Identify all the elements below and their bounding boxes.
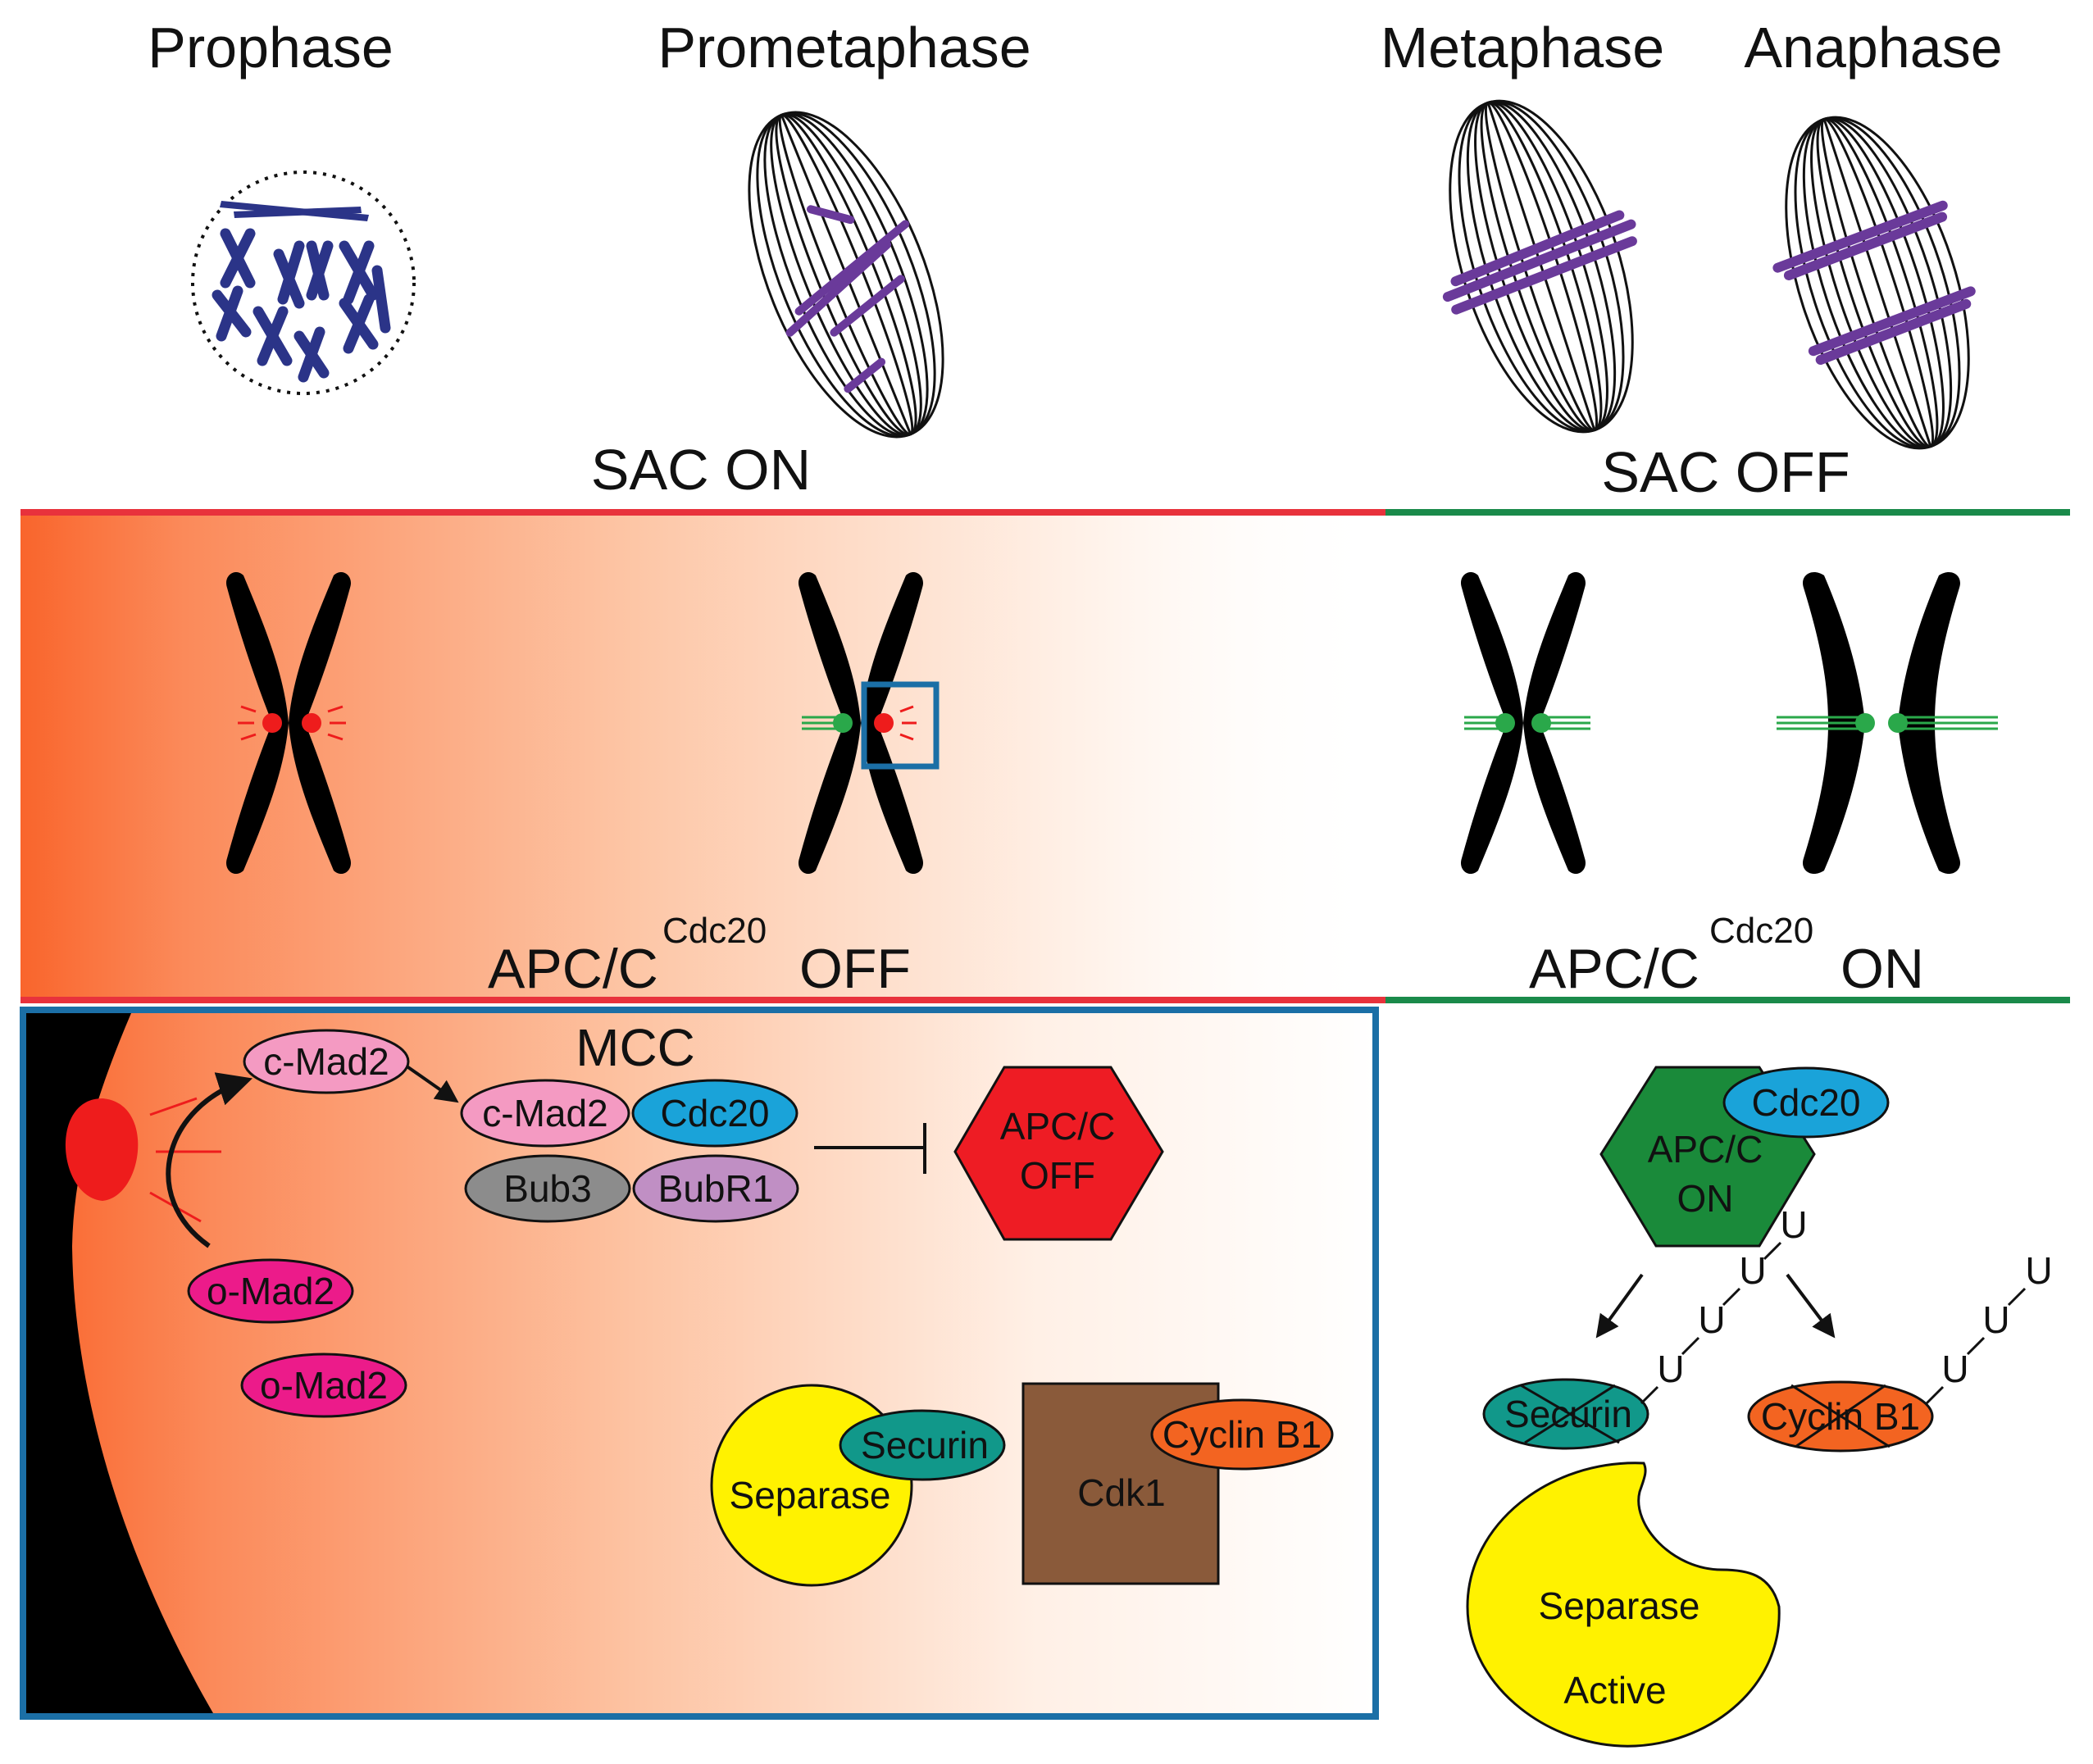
mcc-c-mad2 [460,1079,630,1148]
ubiquitin-chain-cyclin: U U U [1925,1249,2053,1405]
inset-panel: c-Mad2 o-Mad2 o-Mad2 MCC c-Mad2 Cdc20 Bu… [20,1007,1379,1720]
mcc-bub3-label: Bub3 [503,1167,591,1210]
mcc-bubr1-label: BubR1 [658,1167,774,1210]
cdk1-label: Cdk1 [1077,1471,1165,1514]
apc-off-superscript: Cdc20 [662,911,767,951]
prophase-chromosomes [212,201,391,383]
mcc-title: MCC [576,1018,695,1077]
anaphase-spindle [1749,93,2006,472]
cyclin-b1-bound-label: Cyclin B1 [1163,1413,1322,1456]
separase-active-label: Separase [1539,1584,1700,1627]
apc-cdc20-on-label: APC/C Cdc20 ON [1529,911,1924,1000]
apc-on-base: APC/C [1529,938,1699,1000]
cdc20-bound-label: Cdc20 [1752,1081,1861,1124]
ubiquitin-cyclin-2: U [1982,1298,2009,1341]
apc-on-superscript: Cdc20 [1709,911,1813,951]
apc-c-on-line1: APC/C [1648,1128,1763,1171]
inset-kinetochore [65,1098,139,1201]
right-panel-active: Cdc20 APC/C ON Securin U U U U Cyclin B1 [1466,1066,2053,1748]
apc-c-off-hexagon [953,1066,1164,1241]
separase-inactive-label: Separase [730,1474,891,1516]
chromosome-half-attached [799,571,940,875]
apc-cdc20-off-label: APC/C Cdc20 OFF [488,911,911,1000]
apc-c-off-line2: OFF [1020,1154,1095,1197]
ubiquitin-securin-2: U [1698,1298,1725,1341]
securin-bound-label: Securin [861,1424,989,1466]
mcc-c-mad2-label: c-Mad2 [482,1092,607,1134]
ubiquitin-securin-1: U [1657,1348,1684,1390]
apc-on-state: ON [1840,938,1924,1000]
ubiquitin-securin-4: U [1780,1203,1807,1246]
sister-chromatids-separated [1777,571,1998,875]
mcc-bubr1 [632,1154,799,1223]
inset-border [20,1007,1379,1720]
ubiquitin-securin-3: U [1739,1249,1766,1292]
phase-title-anaphase: Anaphase [1744,16,2002,80]
chromosome-bioriented [1461,571,1590,875]
mcc-complex: c-Mad2 Cdc20 Bub3 BubR1 [460,1079,799,1223]
sac-on-label: SAC ON [591,438,811,502]
inset-chromosome-arm [26,1013,213,1713]
inset-marker-box [861,681,940,770]
prophase-nucleus [191,170,416,395]
securin-degraded [1482,1378,1649,1450]
phase-title-metaphase: Metaphase [1381,16,1664,80]
apc-c-off-line1: APC/C [1000,1105,1116,1148]
o-mad2-2-label: o-Mad2 [260,1364,388,1407]
metaphase-spindle [1413,77,1670,456]
chromosome-unattached [226,571,351,875]
c-mad2-kinetochore [243,1029,410,1094]
phase-title-prometaphase: Prometaphase [657,16,1031,80]
mcc-cdc20 [631,1079,799,1148]
separase-active [1466,1462,1781,1748]
prometaphase-spindle [708,84,985,465]
ubiquitin-cyclin-3: U [2025,1249,2052,1292]
cdc20-bound [1722,1066,1890,1139]
sac-off-label: SAC OFF [1601,440,1850,504]
apc-off-state: OFF [799,938,911,1000]
securin-bound [839,1409,1006,1481]
o-mad2-2 [240,1353,407,1418]
apc-c-on-line2: ON [1677,1177,1734,1220]
active-label: Active [1563,1669,1666,1712]
cyclin-b1-bound [1150,1398,1334,1471]
o-mad2-1-label: o-Mad2 [207,1270,334,1312]
ubiquitin-cyclin-1: U [1941,1348,1968,1390]
phase-title-prophase: Prophase [148,16,394,80]
apc-off-base: APC/C [488,938,658,1000]
o-mad2-1 [187,1258,354,1324]
mcc-bub3 [464,1154,631,1223]
c-mad2-kinetochore-label: c-Mad2 [263,1040,389,1083]
mcc-cdc20-label: Cdc20 [661,1092,770,1134]
ubiquitin-chain-securin: U U U U [1640,1203,1808,1405]
